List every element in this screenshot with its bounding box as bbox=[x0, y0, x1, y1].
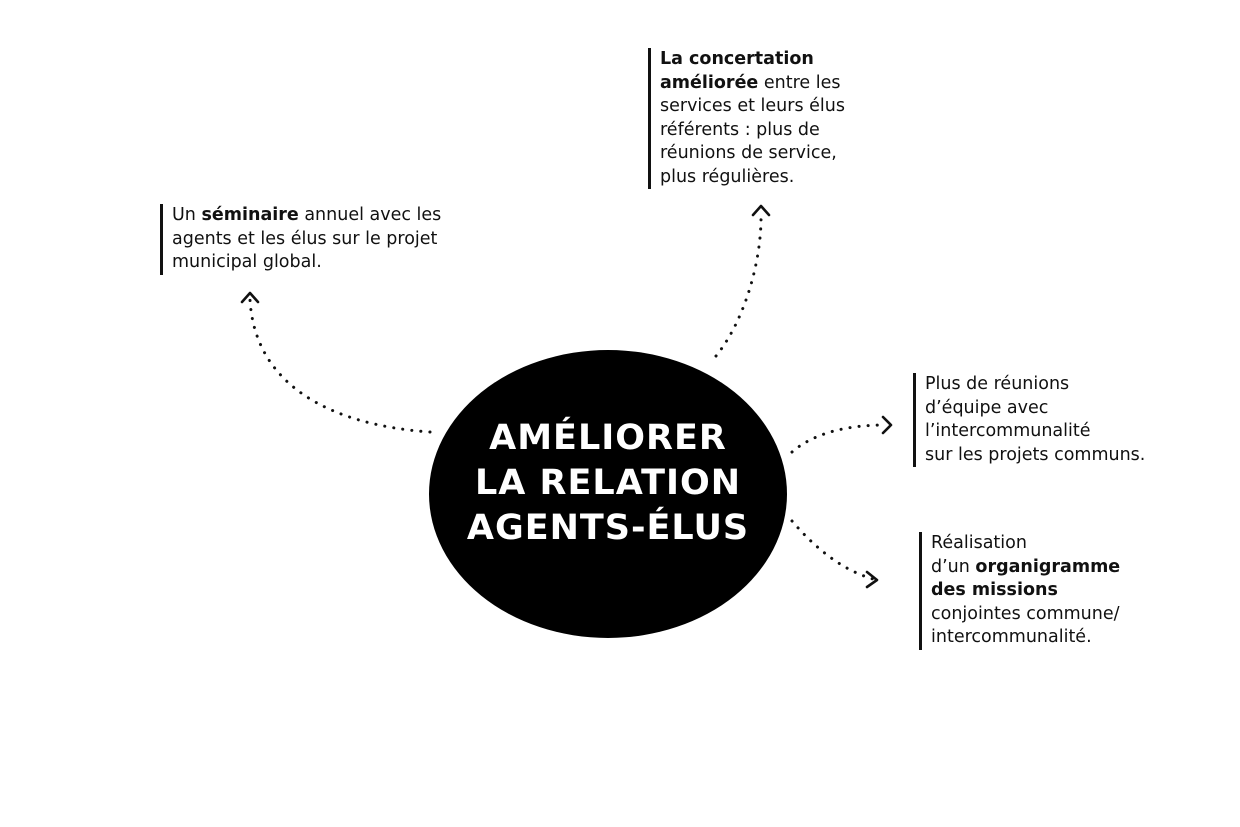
note-line: réunions de service, bbox=[660, 143, 837, 163]
arrowhead-concertation bbox=[751, 204, 771, 217]
hub-ellipse bbox=[429, 350, 787, 638]
note-line: l’intercommunalité bbox=[925, 421, 1091, 441]
note-line: intercommunalité. bbox=[931, 627, 1092, 647]
note-line: Plus de réunions bbox=[925, 374, 1070, 394]
note-line: sur les projets communs. bbox=[925, 444, 1146, 465]
connector-to-seminaire bbox=[248, 298, 432, 434]
note-line: Réalisation bbox=[931, 533, 1027, 553]
note-line: La concertation bbox=[660, 49, 814, 69]
note-line: des missions bbox=[931, 580, 1058, 600]
arrowhead-organigramme bbox=[865, 570, 879, 589]
note-line: plus régulières. bbox=[660, 166, 795, 187]
connector-to-intercommunalite bbox=[790, 423, 887, 454]
note-intercommunalite: Plus de réunions d’équipe avec l’interco… bbox=[913, 373, 1145, 467]
note-seminaire: Un séminaire annuel avec les agents et l… bbox=[160, 204, 441, 275]
note-line: services et leurs élus bbox=[660, 96, 845, 116]
note-line: améliorée entre les bbox=[660, 72, 841, 93]
note-line: municipal global. bbox=[172, 252, 322, 272]
note-line: agents et les élus sur le projet bbox=[172, 228, 438, 249]
arrowhead-seminaire bbox=[240, 291, 260, 304]
hub-title-line: AGENTS-ÉLUS bbox=[466, 508, 750, 548]
note-line: référents : plus de bbox=[660, 119, 820, 140]
hub-title-line: LA RELATION bbox=[474, 463, 742, 503]
note-line: conjointes commune/ bbox=[931, 603, 1120, 624]
connector-to-concertation bbox=[714, 211, 763, 358]
note-concertation: La concertation améliorée entre les serv… bbox=[648, 48, 845, 189]
hub-title: AMÉLIORER LA RELATION AGENTS-ÉLUS bbox=[430, 416, 786, 551]
note-organigramme: Réalisation d’un organigramme des missio… bbox=[919, 532, 1120, 650]
note-line: d’équipe avec bbox=[925, 397, 1049, 418]
arrowhead-intercommunalite bbox=[881, 415, 893, 435]
connector-to-organigramme bbox=[790, 519, 875, 581]
hub-title-line: AMÉLIORER bbox=[489, 418, 727, 458]
note-line: Un séminaire annuel avec les bbox=[172, 205, 442, 225]
note-line: d’un organigramme bbox=[931, 556, 1121, 577]
